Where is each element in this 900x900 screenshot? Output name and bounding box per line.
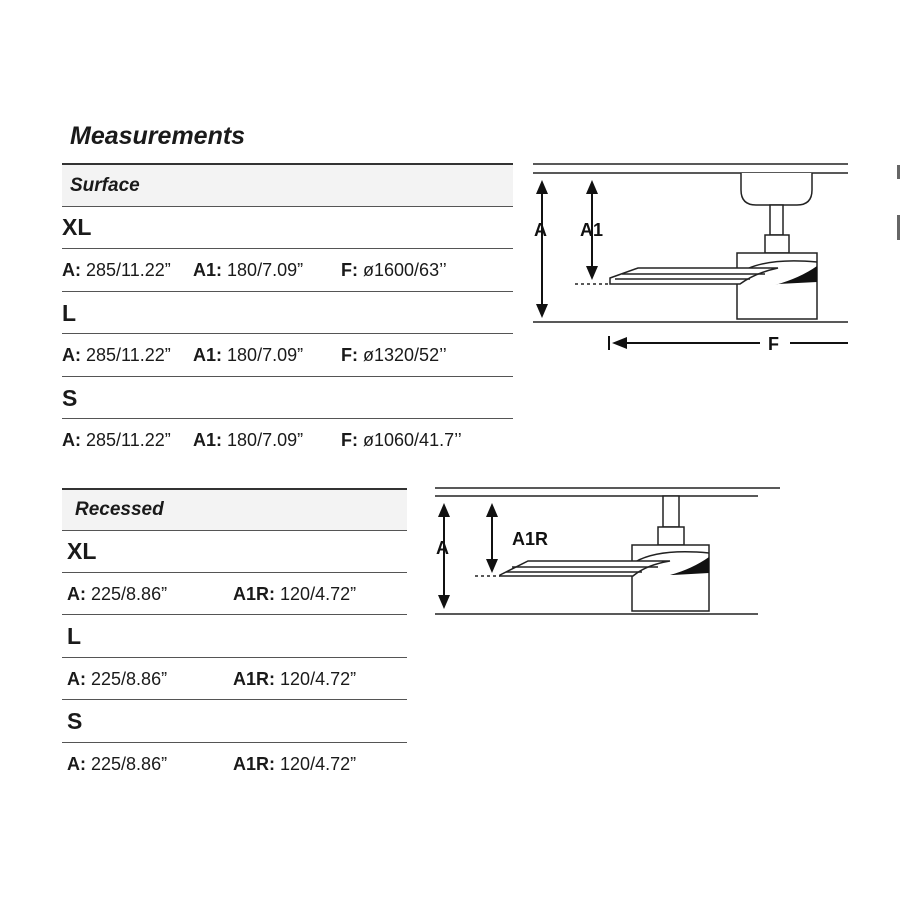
spec-a1: A1: 180/7.09” [193,260,304,280]
surface-fan-diagram: A A1 F [533,163,848,354]
spec-a: A: 285/11.22” [62,260,171,280]
spec-f: F: ø1060/41.7’’ [341,430,462,450]
spec-a1r: A1R: 120/4.72” [233,669,357,689]
divider [62,163,513,165]
canopy [740,173,813,206]
size-label: L [62,300,77,326]
size-label: XL [62,214,92,240]
divider [62,206,513,207]
divider [62,418,513,419]
divider [62,572,407,573]
recessed-header-band [62,490,407,530]
spec-a1: A1: 180/7.09” [193,430,304,450]
divider [62,291,513,292]
divider [62,699,407,700]
dim-a-label: A [436,538,449,558]
spec-a1: A1: 180/7.09” [193,345,304,365]
spec-f: F: ø1600/63’’ [341,260,447,280]
divider [62,248,513,249]
motor-shade [775,266,817,285]
coupler [764,234,790,254]
divider [62,657,407,658]
coupler [657,526,685,546]
spec-a: A: 225/8.86” [67,754,168,774]
motor-housing [631,544,710,612]
surface-label: Surface [70,175,140,196]
divider [62,530,407,531]
divider [62,376,513,377]
page-title: Measurements [70,122,246,150]
downrod [769,204,784,236]
divider [62,614,407,615]
dim-f-label: F [768,334,779,354]
size-label: S [62,385,78,411]
surface-header-band [62,165,513,206]
spec-f: F: ø1320/52’’ [341,345,447,365]
spec-a1r: A1R: 120/4.72” [233,754,357,774]
spec-a: A: 225/8.86” [67,669,168,689]
divider [62,488,407,490]
spec-a: A: 225/8.86” [67,584,168,604]
dim-a1-label: A1 [580,220,603,240]
spec-a1r: A1R: 120/4.72” [233,584,357,604]
dim-a-label: A [534,220,547,240]
spec-a: A: 285/11.22” [62,430,171,450]
size-label: S [67,708,83,734]
edge-mark [897,215,900,240]
downrod [662,495,680,528]
edge-mark [897,165,900,179]
spec-a: A: 285/11.22” [62,345,171,365]
size-label: XL [67,538,97,564]
motor-housing [736,252,818,320]
motor-shade [670,557,709,575]
recessed-fan-diagram: A A1R [435,487,780,615]
size-label: L [67,623,82,649]
dim-a1r-label: A1R [512,529,548,549]
divider [62,742,407,743]
recessed-label: Recessed [75,499,164,520]
divider [62,333,513,334]
